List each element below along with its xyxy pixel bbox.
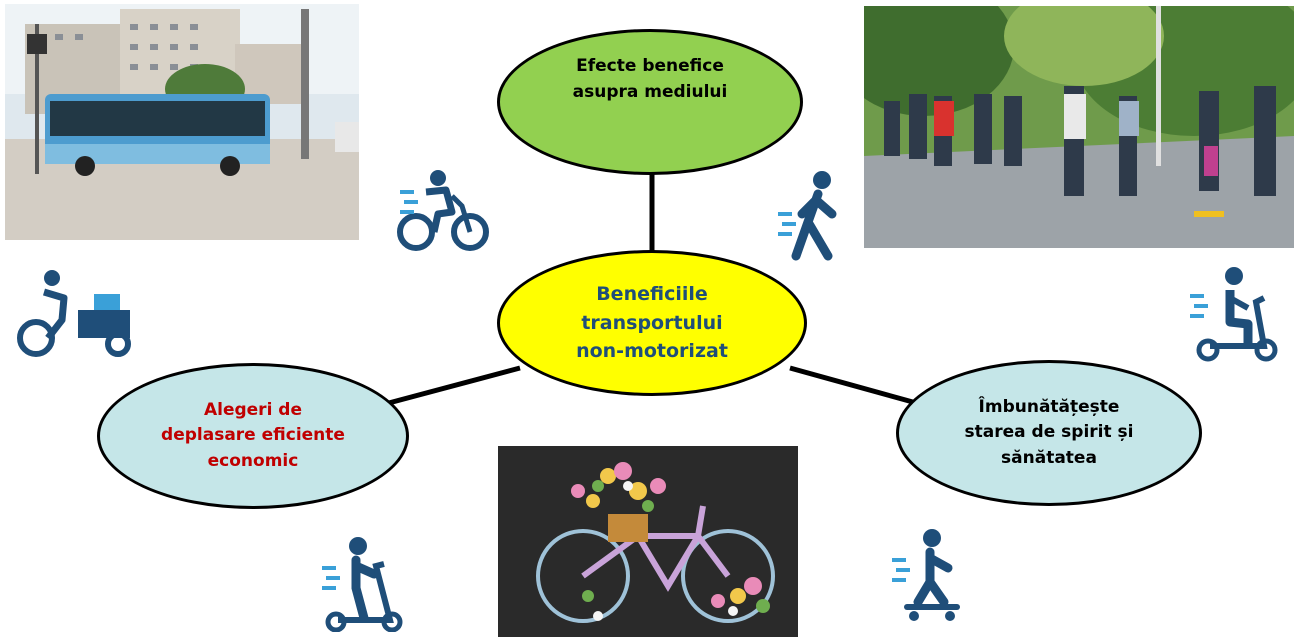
node-top: Efecte benefice asupra mediului (497, 29, 803, 175)
bicycle-icon (396, 166, 490, 256)
connector-right (789, 365, 921, 407)
skateboard-icon (888, 528, 970, 622)
node-left-text: Alegeri de deplasare eficiente economic (161, 399, 345, 471)
scooter-icon (1186, 266, 1282, 362)
node-right: Îmbunătățește starea de spirit și sănăta… (896, 360, 1202, 506)
flower-bicycle-photo (498, 446, 798, 637)
node-left: Alegeri de deplasare eficiente economic (97, 363, 409, 509)
node-top-text: Efecte benefice asupra mediului (572, 56, 728, 102)
node-center: Beneficiile transportului non-motorizat (497, 250, 807, 396)
node-center-text: Beneficiile transportului non-motorizat (576, 283, 728, 363)
connector-left (384, 365, 521, 407)
walking-icon (776, 170, 850, 262)
kick-scooter-icon (318, 536, 408, 632)
cargo-bike-icon (14, 268, 136, 360)
pedestrians-photo (864, 6, 1294, 248)
node-right-text: Îmbunătățește starea de spirit și sănăta… (964, 396, 1134, 468)
bus-photo (5, 4, 359, 240)
